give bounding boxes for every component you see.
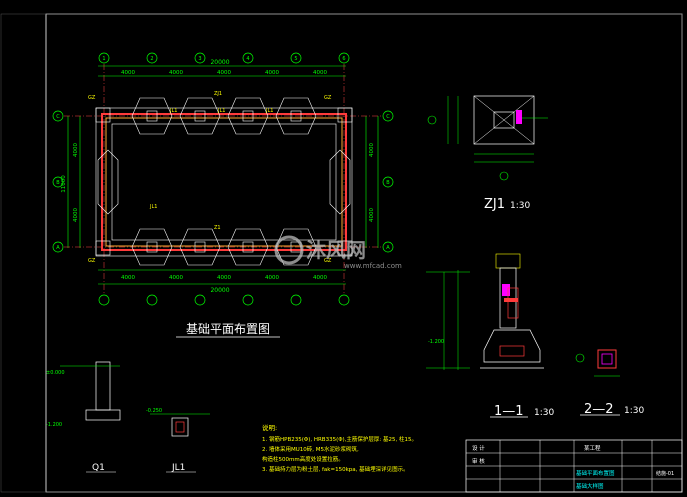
tb-drawing-name-2: 基础大样图 (576, 482, 604, 490)
foundation-plan: 20000 4000 4000 4000 4000 4000 1 2 3 4 5… (52, 52, 394, 338)
footings-top-row (131, 97, 317, 135)
zj1-detail-label: ZJ1 (484, 197, 505, 212)
note-3: 构造柱500mm高度处设置拉筋。 (262, 455, 344, 463)
note-2: 2. 墙体采用MU10砖, M5水泥砂浆砌筑, (262, 445, 359, 453)
detail-q1: ±0.000 -1.200 Q1 (46, 361, 121, 473)
grid-letter-c: C (56, 114, 60, 120)
dim-left-seg-1: 4000 (73, 143, 79, 157)
tag-jl1-1: JL1 (169, 108, 177, 114)
dim-left-seg-2: 4000 (73, 208, 79, 222)
dim-top-seg-1: 4000 (121, 70, 135, 76)
grid-letter-a: A (56, 245, 60, 251)
grid-letter-c-right: C (386, 114, 390, 120)
note-1: 1. 钢筋HPB235(Φ), HRB335(Φ),主筋保护层厚: 基25, 柱… (262, 435, 417, 443)
elev-left-q1: ±0.000 (46, 370, 65, 376)
dim-left-total: 11000 (61, 175, 67, 193)
grid-letter-labels-right: C B A (386, 114, 390, 251)
note-4: 3. 基础持力层为粉土层, fak=150kpa, 基础埋深详见图示。 (262, 465, 409, 473)
jl1-label: JL1 (171, 463, 185, 473)
dim-bot-seg-5: 4000 (313, 275, 327, 281)
tb-design: 设 计 (472, 444, 485, 452)
tag-jl1-3: JL1 (265, 108, 273, 114)
grid-bubbles-left (52, 110, 64, 253)
grid-bubbles-right (382, 110, 394, 253)
elev-mid-jl1: -0.250 (146, 408, 162, 414)
tag-zj1-top: ZJ1 (214, 91, 222, 97)
dim-top-segments: 4000 4000 4000 4000 4000 (121, 70, 327, 76)
grid-num-3: 3 (198, 56, 201, 62)
watermark-url: www.mfcad.com (344, 262, 402, 270)
section-22-scale: 1:30 (624, 406, 644, 416)
q1-label: Q1 (92, 463, 105, 473)
notes-title: 说明: (262, 423, 277, 432)
dim-top-seg-3: 4000 (217, 70, 231, 76)
tb-drawing-name-1: 基础平面布置图 (576, 469, 615, 477)
grid-number-labels: 1 2 3 4 5 6 (102, 56, 345, 62)
tag-gz-tl: GZ (88, 95, 96, 101)
grid-letter-labels-left: C B A (56, 114, 60, 251)
dim-right-seg-1: 4000 (369, 143, 375, 157)
tag-z1-bottom: Z1 (214, 225, 221, 231)
elev-low-11: -1.200 (428, 339, 444, 345)
tag-jl1-inner: JL1 (149, 204, 157, 210)
dim-bot-seg-2: 4000 (169, 275, 183, 281)
dim-bot-seg-3: 4000 (217, 275, 231, 281)
dim-top-total: 20000 (210, 59, 229, 66)
tag-gz-bl: GZ (88, 258, 96, 264)
section-22-label: 2—2 (584, 402, 614, 417)
grid-num-5: 5 (294, 56, 297, 62)
tag-gz-br: GZ (324, 258, 332, 264)
grid-letter-b: B (56, 180, 60, 186)
zj1-detail-scale: 1:30 (510, 201, 530, 211)
elev-low-q1: -1.200 (46, 422, 62, 428)
grid-axes (64, 64, 382, 294)
grid-letter-b-right: B (386, 180, 390, 186)
tag-jl1-2: JL1 (217, 108, 225, 114)
detail-jl1: -0.250 JL1 (146, 408, 210, 473)
section-2-2: 2—2 1:30 (575, 349, 644, 417)
footings-corners (95, 107, 353, 256)
sheet-border (0, 13, 683, 493)
dim-top-seg-5: 4000 (313, 70, 327, 76)
tb-project: 某工程 (584, 444, 601, 452)
tb-sheet-no: 结施-01 (656, 470, 674, 477)
title-block: 设 计 审 核 某工程 基础平面布置图 基础大样图 结施-01 (465, 439, 683, 493)
dim-right-seg-2: 4000 (369, 208, 375, 222)
grid-letter-a-right: A (386, 245, 390, 251)
tb-check: 审 核 (472, 457, 485, 465)
dim-bot-seg-1: 4000 (121, 275, 135, 281)
wall-outline-outer (101, 113, 347, 251)
plan-title: 基础平面布置图 (186, 322, 270, 336)
grid-num-2: 2 (150, 56, 153, 62)
grid-num-1: 1 (102, 56, 105, 62)
section-1-1: -1.200 1—1 1:30 (426, 253, 554, 419)
watermark-logo-icon (274, 235, 304, 265)
section-11-scale: 1:30 (534, 408, 554, 418)
watermark: 沐风网 www.mfcad.com (274, 235, 402, 270)
plan-tags: ZJ1 Z1 GZ GZ GZ GZ JL1 JL1 JL1 JL1 (88, 91, 332, 264)
tag-gz-tr: GZ (324, 95, 332, 101)
zj1-detail: ZJ1 1:30 (427, 95, 548, 212)
dim-top-seg-2: 4000 (169, 70, 183, 76)
grid-num-6: 6 (342, 56, 345, 62)
grid-num-4: 4 (246, 56, 249, 62)
dim-bot-seg-4: 4000 (265, 275, 279, 281)
notes: 说明: 1. 钢筋HPB235(Φ), HRB335(Φ),主筋保护层厚: 基2… (262, 423, 417, 473)
grid-bubbles-bottom (98, 294, 350, 306)
foundation-strip-outer (95, 107, 353, 257)
foundation-strip-inner (111, 123, 337, 241)
watermark-text: 沐风网 (306, 238, 366, 262)
dim-top-seg-4: 4000 (265, 70, 279, 76)
dim-bottom-total: 20000 (210, 287, 229, 294)
wall-outline-inner (105, 117, 343, 247)
grid-bubbles-top (98, 52, 350, 64)
section-11-label: 1—1 (494, 404, 524, 419)
